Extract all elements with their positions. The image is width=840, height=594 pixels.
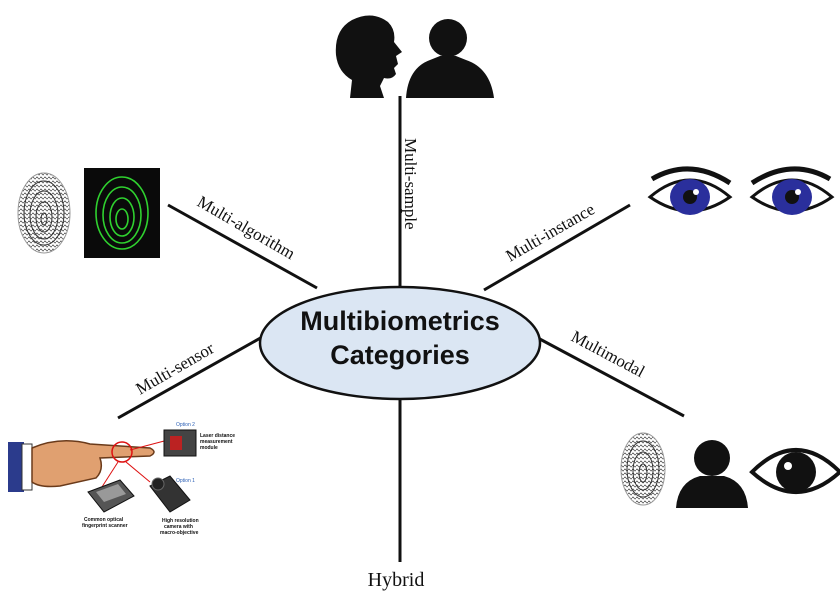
multimodal-icons [620, 432, 840, 508]
label-hybrid: Hybrid [368, 569, 425, 591]
camera-label-2: camera with [164, 524, 193, 530]
laser-label-3: module [200, 445, 218, 451]
option-1-label: Option 1 [176, 478, 195, 484]
scanner-label-1: Common optical [84, 517, 124, 523]
label-multimodal: Multimodal [568, 327, 648, 382]
eye-icon [749, 448, 840, 494]
line-multi-sensor [117, 334, 265, 420]
line-multi-algorithm [167, 203, 318, 290]
scanner-label-2: fingerprint scanner [82, 523, 128, 529]
line-multi-instance [483, 203, 631, 292]
connector-lines [117, 96, 685, 562]
laser-label-2: measurement [200, 439, 233, 445]
center-title-line2: Categories [330, 340, 470, 370]
eyes-icon [647, 166, 835, 215]
label-multi-sample: Multi-sample [401, 138, 420, 230]
green-fingerprint-icon [84, 168, 160, 258]
right-eye [749, 166, 835, 215]
person-icon [676, 440, 748, 508]
camera-label-3: macro-objective [160, 530, 199, 536]
fingerprint-icon [620, 432, 666, 506]
finger-sensor-icon: Option 2 Laser distance measurement modu… [8, 422, 235, 536]
center-node: Multibiometrics Categories [258, 285, 542, 401]
head-silhouettes-icon [335, 15, 494, 99]
line-multimodal [535, 335, 685, 418]
left-eye [647, 166, 733, 215]
fingerprint-icon [17, 172, 71, 254]
laser-label-1: Laser distance [200, 433, 235, 439]
center-title-line1: Multibiometrics [300, 306, 500, 336]
option-2-label: Option 2 [176, 422, 195, 428]
camera-label-1: High resolution [162, 518, 199, 524]
